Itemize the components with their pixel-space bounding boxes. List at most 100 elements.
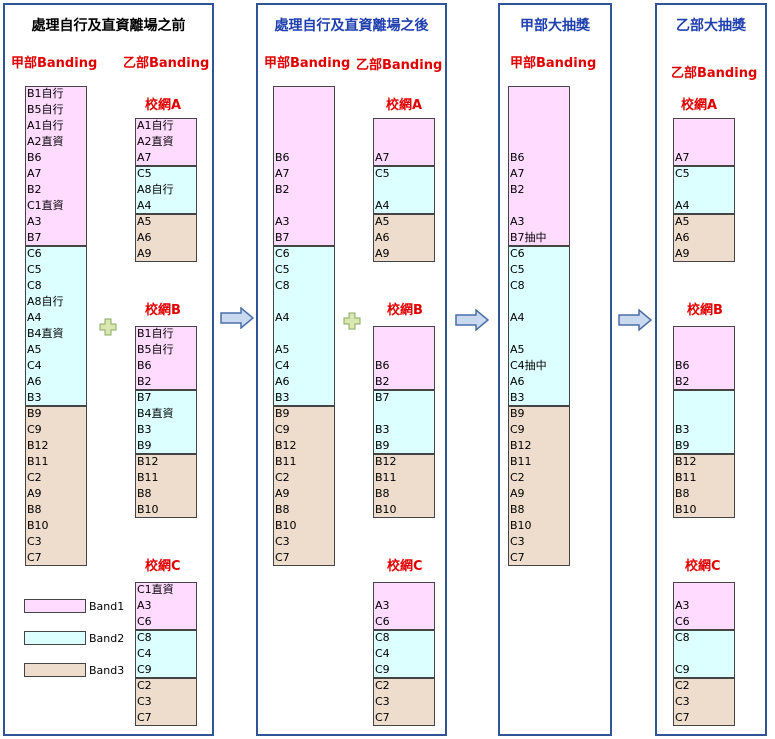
band1-box <box>135 326 197 390</box>
net-a-label: 校網A <box>681 98 718 113</box>
panel-title: 甲部大抽獎 <box>520 18 590 34</box>
school-item: C3 <box>675 695 690 708</box>
school-item: B7 <box>275 231 290 244</box>
school-item: B1自行 <box>137 327 174 340</box>
school-item: A3 <box>275 215 290 228</box>
school-item: B6 <box>375 359 390 372</box>
school-item: A6 <box>510 375 525 388</box>
school-item: A4 <box>137 199 152 212</box>
plus-icon <box>99 318 117 336</box>
school-item: B8 <box>275 503 290 516</box>
school-item: C9 <box>510 423 525 436</box>
school-item: A4 <box>275 311 290 324</box>
school-item: A4 <box>375 199 390 212</box>
school-item: C8 <box>275 279 290 292</box>
band3-box <box>373 454 435 518</box>
school-item: A7 <box>27 167 42 180</box>
school-item: B11 <box>275 455 297 468</box>
school-item: C7 <box>375 711 390 724</box>
school-item: A6 <box>675 231 690 244</box>
school-item: B7 <box>375 391 390 404</box>
school-item: B9 <box>275 407 290 420</box>
school-item: C5 <box>27 263 42 276</box>
school-item: C7 <box>137 711 152 724</box>
band3-box <box>25 406 87 566</box>
school-item: B10 <box>375 503 397 516</box>
yi-banding-label: 乙部Banding <box>356 58 443 73</box>
legend-swatch-band2 <box>24 631 86 645</box>
yi-banding-label: 乙部Banding <box>671 66 758 81</box>
panel-title: 處理自行及直資離場之後 <box>274 18 429 34</box>
school-item: C4抽中 <box>510 359 547 372</box>
band1-box <box>25 86 87 246</box>
school-item: B3 <box>675 423 690 436</box>
school-item: B12 <box>675 455 697 468</box>
school-item: B2 <box>510 183 525 196</box>
yi-banding-label: 乙部Banding <box>123 56 210 71</box>
band3-box <box>135 214 197 262</box>
school-item: A5 <box>510 343 525 356</box>
school-item: A3 <box>137 599 152 612</box>
jia-banding-label: 甲部Banding <box>264 56 351 71</box>
band2-box <box>25 246 87 406</box>
school-item: B2 <box>27 183 42 196</box>
school-item: A4 <box>510 311 525 324</box>
band2-box <box>373 390 435 454</box>
school-item: C8 <box>510 279 525 292</box>
school-item: A5 <box>675 215 690 228</box>
school-item: C9 <box>137 663 152 676</box>
school-item: B4直資 <box>137 407 174 420</box>
school-item: C4 <box>375 647 390 660</box>
band3-box <box>373 678 435 726</box>
school-item: C2 <box>27 471 42 484</box>
band1-box <box>373 326 435 390</box>
school-item: B12 <box>275 439 297 452</box>
band2-box <box>135 630 197 678</box>
legend-label-band1: Band1 <box>89 600 125 613</box>
school-item: A7 <box>275 167 290 180</box>
band1-box <box>373 582 435 630</box>
school-item: B12 <box>137 455 159 468</box>
school-item: B5自行 <box>137 343 174 356</box>
school-item: C3 <box>27 535 42 548</box>
school-item: B9 <box>510 407 525 420</box>
school-item: C3 <box>375 695 390 708</box>
school-item: A9 <box>27 487 42 500</box>
school-item: B10 <box>510 519 532 532</box>
band1-box <box>373 118 435 166</box>
school-item: C5 <box>275 263 290 276</box>
school-item: B5自行 <box>27 103 64 116</box>
band1-box <box>508 86 570 246</box>
school-item: A5 <box>137 215 152 228</box>
school-item: A6 <box>27 375 42 388</box>
school-item: C8 <box>27 279 42 292</box>
school-item: C6 <box>510 247 525 260</box>
school-item: B8 <box>137 487 152 500</box>
school-item: C2 <box>375 679 390 692</box>
school-item: B9 <box>137 439 152 452</box>
net-c-label: 校網C <box>685 559 721 574</box>
school-item: A6 <box>375 231 390 244</box>
school-item: A7 <box>375 151 390 164</box>
net-a-label: 校網A <box>145 98 182 113</box>
school-item: A9 <box>275 487 290 500</box>
band1-box <box>135 582 197 630</box>
school-item: B11 <box>675 471 697 484</box>
school-item: A9 <box>510 487 525 500</box>
panel-title: 處理自行及直資離場之前 <box>31 18 186 34</box>
school-item: A2直資 <box>27 135 64 148</box>
school-item: B6 <box>510 151 525 164</box>
school-item: A2直資 <box>137 135 174 148</box>
school-item: C6 <box>137 615 152 628</box>
plus-icon <box>343 312 361 330</box>
school-item: B10 <box>275 519 297 532</box>
band1-box <box>673 582 735 630</box>
school-item: C1直資 <box>137 583 174 596</box>
school-item: C8 <box>675 631 690 644</box>
school-item: B2 <box>137 375 152 388</box>
school-item: A5 <box>27 343 42 356</box>
panel-title: 乙部大抽獎 <box>676 18 746 34</box>
band3-box <box>508 406 570 566</box>
school-item: C9 <box>27 423 42 436</box>
school-item: B3 <box>137 423 152 436</box>
